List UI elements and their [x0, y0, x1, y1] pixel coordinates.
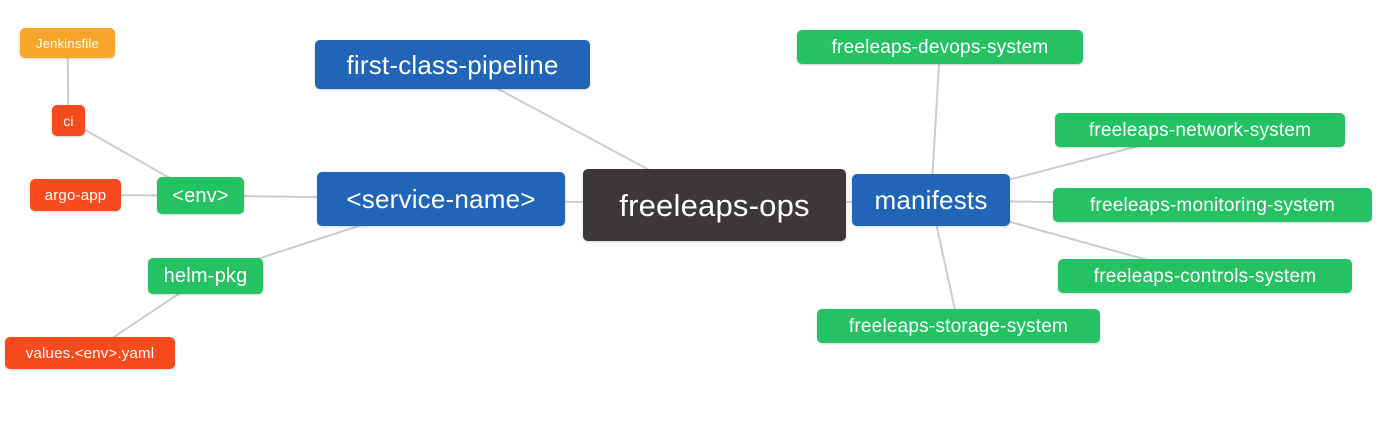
node-freeleaps-devops-system[interactable]: freeleaps-devops-system: [797, 30, 1083, 64]
node-freeleaps-storage-system[interactable]: freeleaps-storage-system: [817, 309, 1100, 343]
node-ci[interactable]: ci: [52, 105, 85, 136]
node-freeleaps-controls-system[interactable]: freeleaps-controls-system: [1058, 259, 1352, 293]
node-values-env-yaml[interactable]: values.<env>.yaml: [5, 337, 175, 369]
node-service-name[interactable]: <service-name>: [317, 172, 565, 226]
node-manifests[interactable]: manifests: [852, 174, 1010, 226]
node-freeleaps-monitoring-system[interactable]: freeleaps-monitoring-system: [1053, 188, 1372, 222]
node-argo-app[interactable]: argo-app: [30, 179, 121, 211]
node-jenkinsfile[interactable]: Jenkinsfile: [20, 28, 115, 58]
node-env[interactable]: <env>: [157, 177, 244, 214]
node-helm-pkg[interactable]: helm-pkg: [148, 258, 263, 294]
node-freeleaps-network-system[interactable]: freeleaps-network-system: [1055, 113, 1345, 147]
node-freeleaps-ops[interactable]: freeleaps-ops: [583, 169, 846, 241]
node-first-class-pipeline[interactable]: first-class-pipeline: [315, 40, 590, 89]
